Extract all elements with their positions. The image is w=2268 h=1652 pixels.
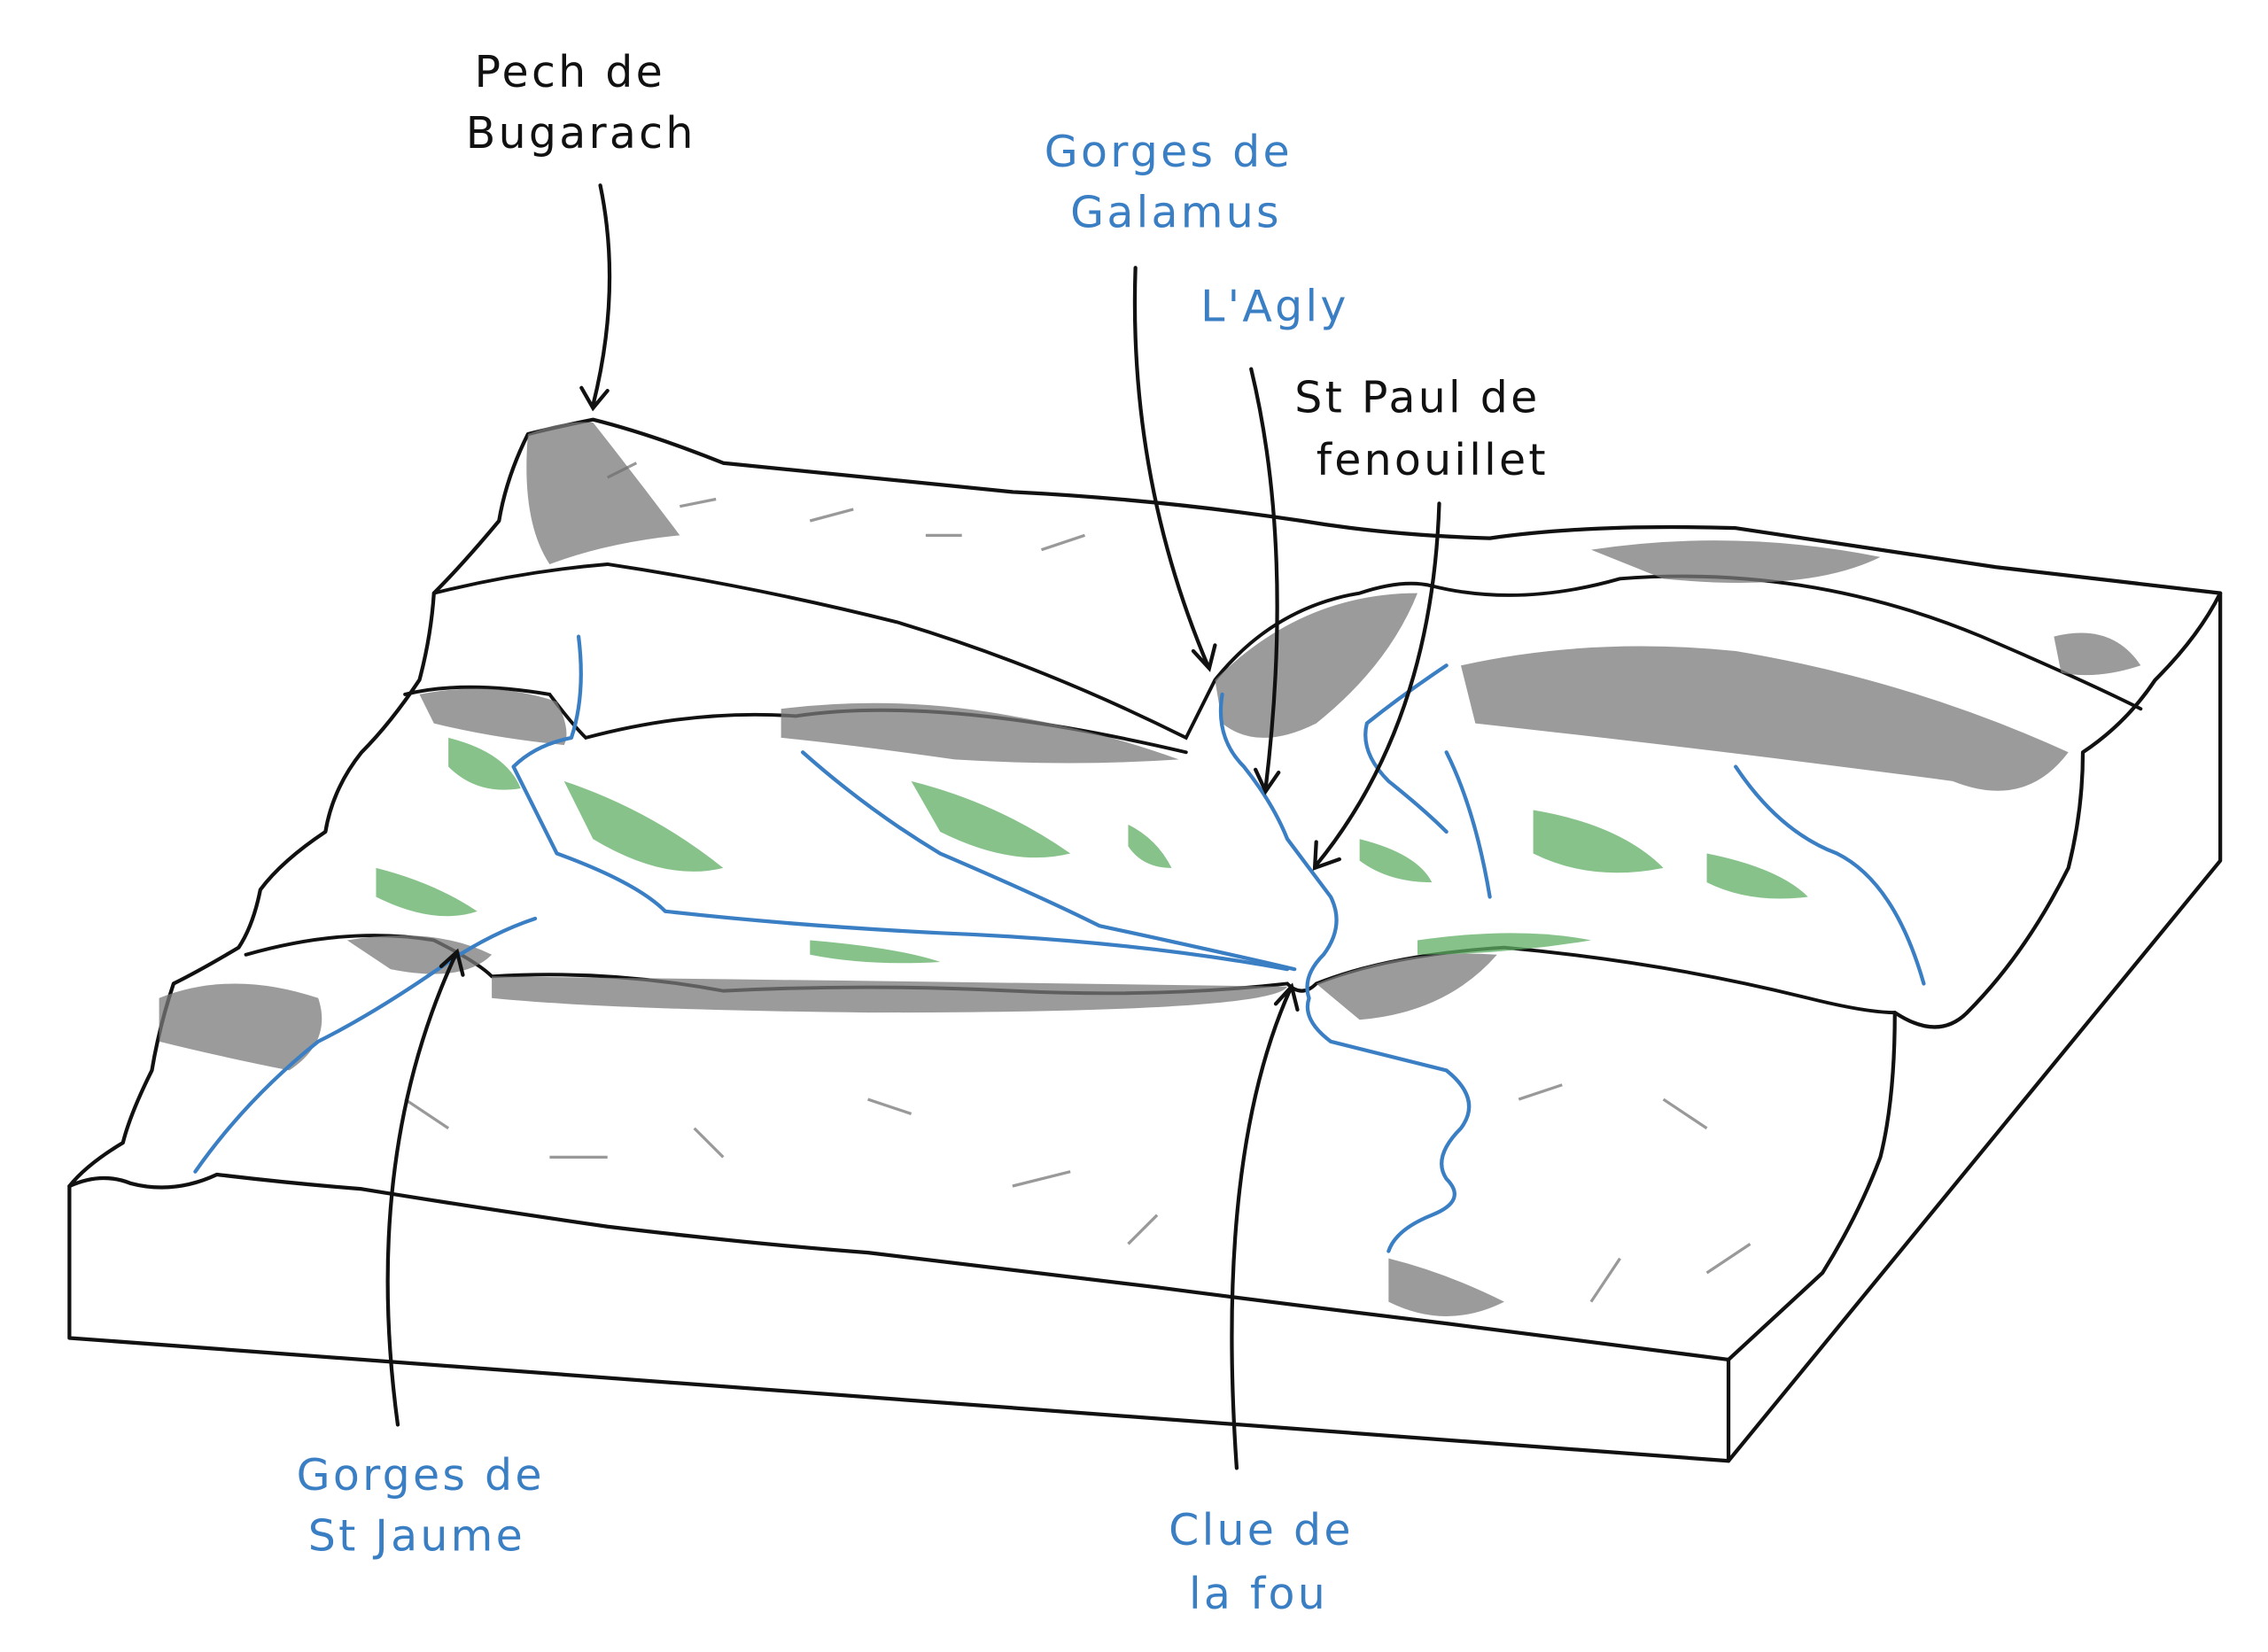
label-agly: L'Agly xyxy=(1200,282,1349,332)
relief-shading xyxy=(159,422,2141,1316)
label-line: L'Agly xyxy=(1200,282,1349,332)
arrow-gorges-de-st-jaume xyxy=(385,948,465,1427)
block-front-face xyxy=(67,1183,1731,1463)
label-line: la fou xyxy=(1189,1569,1328,1619)
label-line: fenouillet xyxy=(1317,435,1549,485)
labels: Pech de Bugarach Gorges de Galamus L'Agl… xyxy=(297,47,1549,1619)
annotation-arrows xyxy=(385,183,1441,1470)
rivers xyxy=(193,634,1926,1253)
arrow-st-paul-de-fenouillet xyxy=(1312,501,1441,871)
label-line: St Jaume xyxy=(308,1510,525,1561)
river-east-2 xyxy=(1444,750,1492,899)
label-line: Gorges de xyxy=(1045,127,1293,177)
block-right-face xyxy=(1726,591,2223,1463)
label-clue-de-la-fou: Clue de la fou xyxy=(1169,1505,1354,1619)
label-line: Pech de xyxy=(475,47,666,97)
label-line: Clue de xyxy=(1169,1505,1354,1555)
label-line: Gorges de xyxy=(297,1450,545,1501)
river-tributary-west xyxy=(511,634,1290,972)
label-line: Galamus xyxy=(1070,188,1282,238)
block-top-outline xyxy=(67,417,2223,1362)
label-pech-de-bugarach: Pech de Bugarach xyxy=(466,47,696,159)
river-east-1 xyxy=(1363,663,1449,834)
river-tributary-north xyxy=(801,750,1297,972)
vegetation xyxy=(376,737,1808,964)
label-gorges-de-st-jaume: Gorges de St Jaume xyxy=(297,1450,545,1562)
river-east-3 xyxy=(1734,764,1926,986)
label-line: St Paul de xyxy=(1294,373,1540,423)
label-gorges-de-galamus: Gorges de Galamus xyxy=(1045,127,1293,238)
river-st-jaume xyxy=(193,916,538,1174)
label-line: Bugarach xyxy=(466,108,696,159)
arrow-agly xyxy=(1249,367,1281,795)
relief-hatching xyxy=(404,461,1751,1303)
river-agly xyxy=(1218,692,1472,1253)
label-st-paul-de-fenouillet: St Paul de fenouillet xyxy=(1294,373,1549,485)
arrow-clue-de-la-fou xyxy=(1230,982,1300,1470)
arrow-pech-de-bugarach xyxy=(579,183,612,412)
arrow-gorges-de-galamus xyxy=(1132,266,1217,672)
terrain-block xyxy=(67,417,2223,1463)
